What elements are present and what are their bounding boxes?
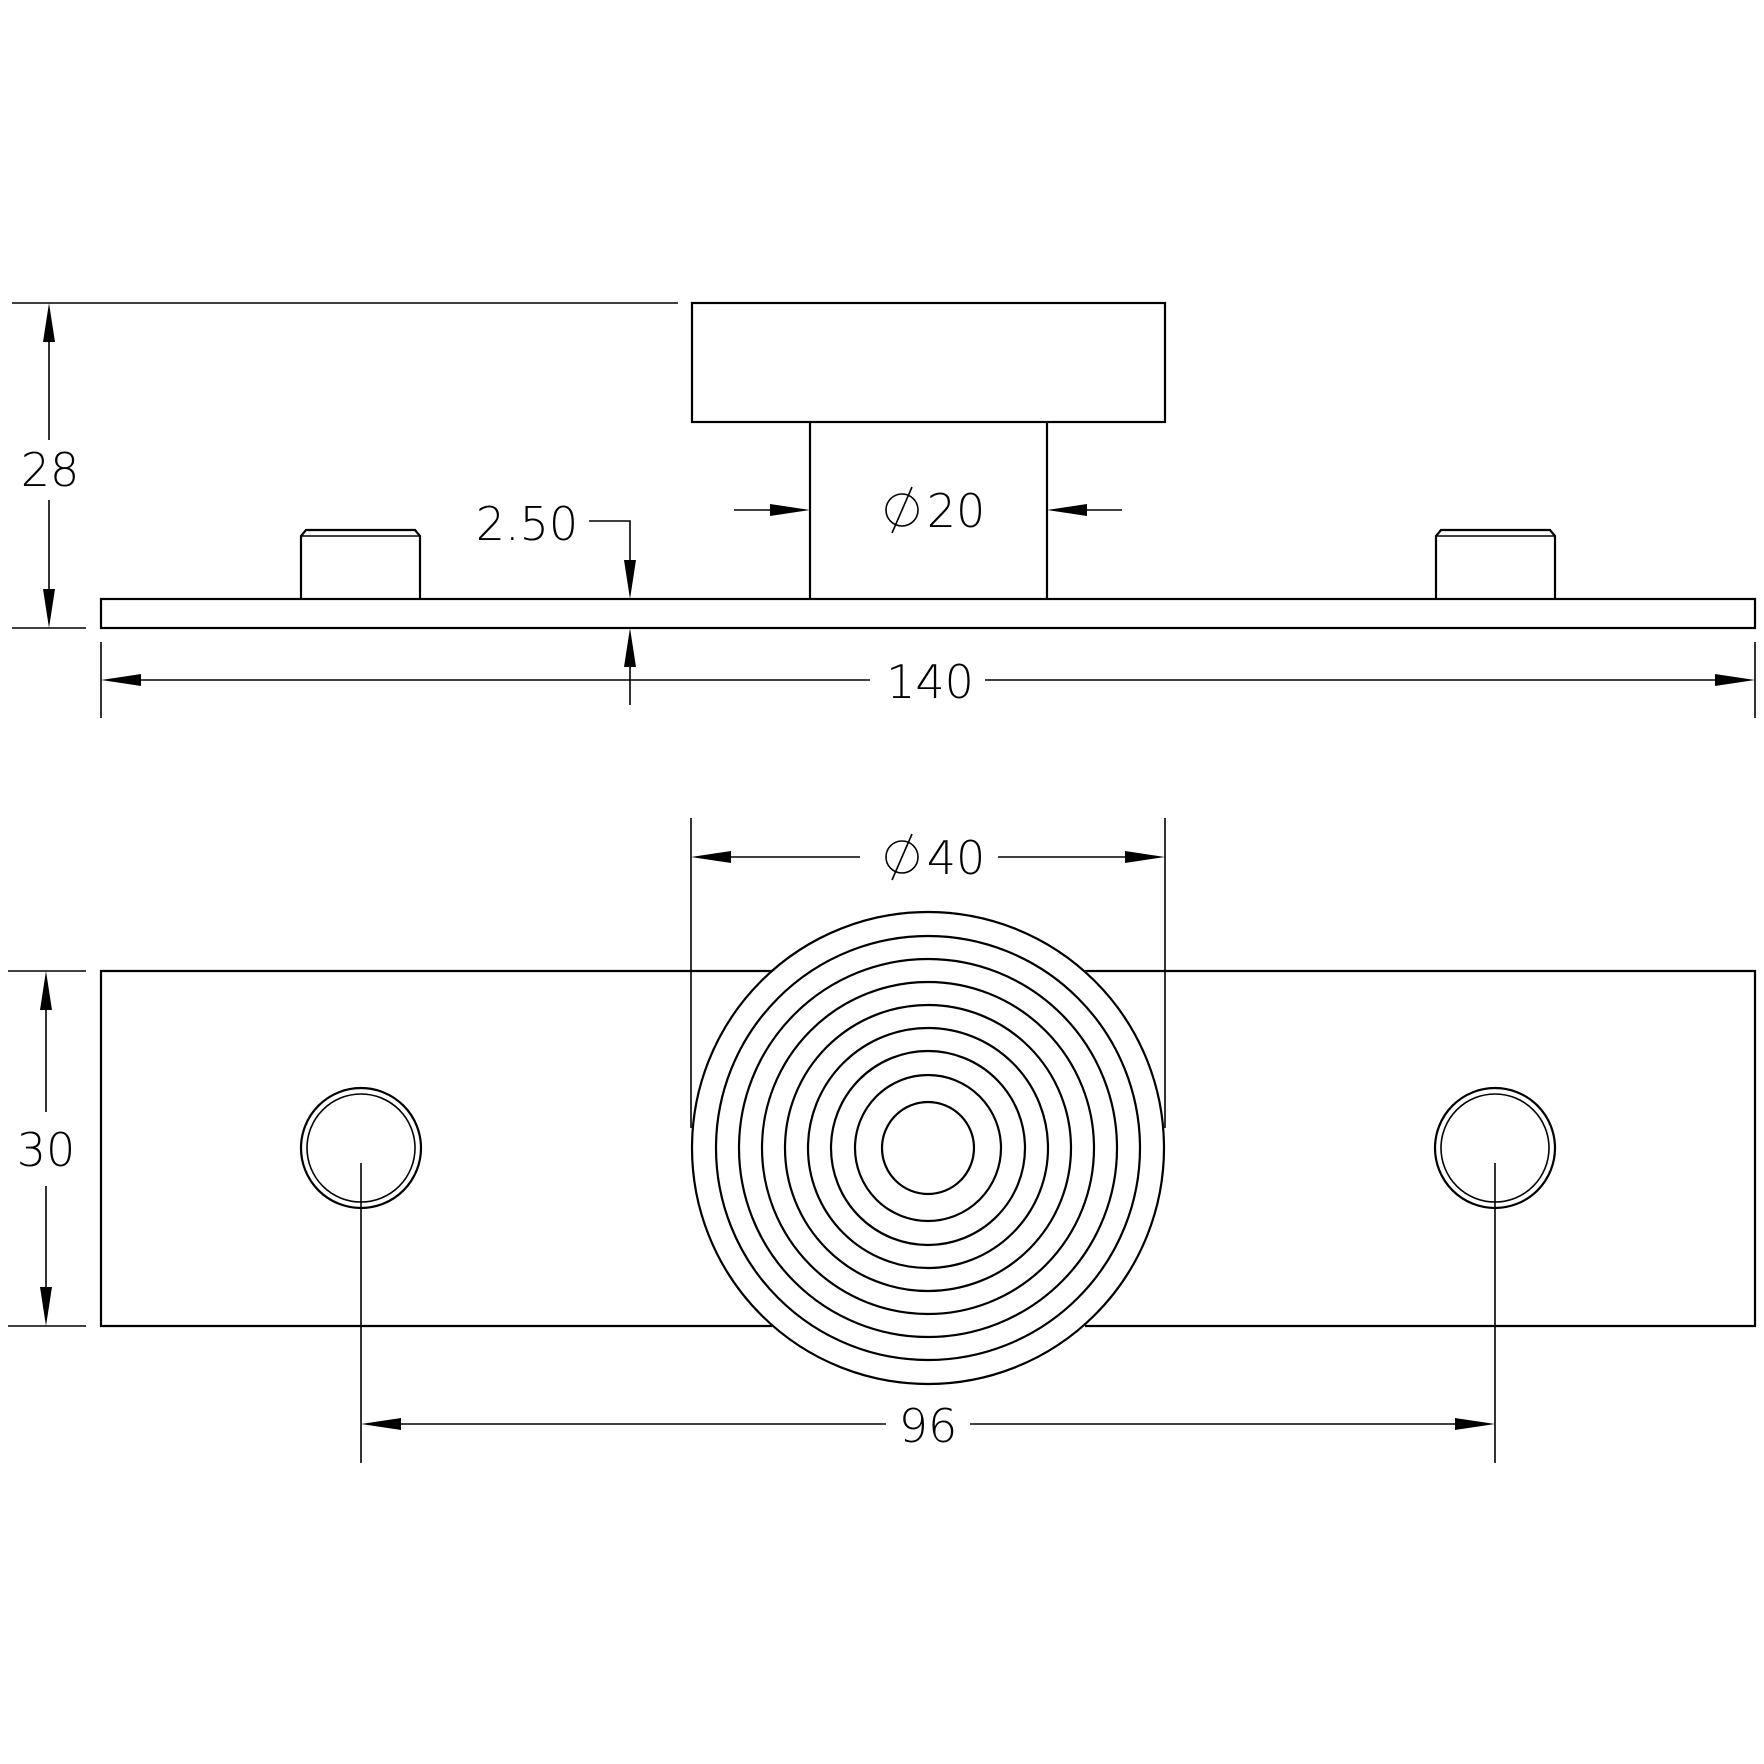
top-plate-right bbox=[1085, 969, 1757, 1328]
side-base-plate bbox=[99, 597, 1757, 630]
diameter-symbol-icon bbox=[885, 833, 919, 881]
dim-overall-height-label: 28 bbox=[21, 443, 80, 497]
top-view: 40 30 96 bbox=[8, 818, 1757, 1463]
dim-knob-diameter-label: 40 bbox=[927, 831, 986, 885]
diameter-symbol-icon bbox=[885, 486, 919, 534]
side-knob-head bbox=[690, 301, 1167, 424]
dim-overall-length: 140 bbox=[100, 642, 1756, 718]
dim-hole-spacing: 96 bbox=[360, 1163, 1496, 1463]
dim-overall-height: 28 bbox=[12, 302, 678, 629]
side-pin-right bbox=[1434, 528, 1557, 599]
top-knob-rings bbox=[690, 910, 1166, 1386]
dim-plate-thickness: 2.50 bbox=[476, 497, 636, 705]
top-plate-left bbox=[99, 969, 772, 1328]
side-view: 28 2.50 20 bbox=[12, 301, 1757, 718]
dim-plate-width: 30 bbox=[8, 970, 86, 1327]
dim-hole-spacing-label: 96 bbox=[899, 1399, 958, 1453]
dim-overall-length-label: 140 bbox=[886, 655, 974, 709]
dim-plate-width-label: 30 bbox=[17, 1123, 76, 1177]
dim-plate-thickness-label: 2.50 bbox=[476, 497, 578, 551]
dim-knob-diameter: 40 bbox=[690, 818, 1166, 1128]
side-pin-left bbox=[299, 528, 422, 599]
dim-stem-diameter-label: 20 bbox=[927, 484, 986, 538]
dim-stem-diameter: 20 bbox=[734, 484, 1122, 538]
